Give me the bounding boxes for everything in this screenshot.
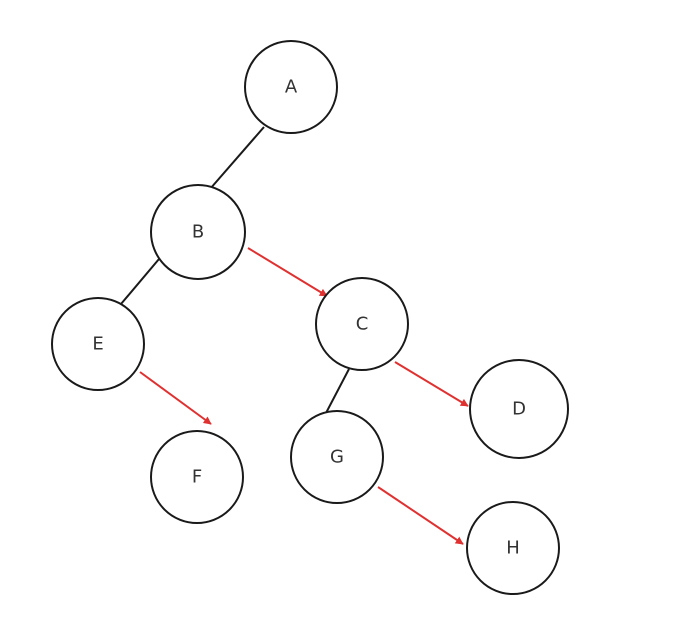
node-h-label: H <box>506 538 520 559</box>
tree-edges <box>120 126 350 414</box>
arrow-g-h <box>377 486 464 545</box>
node-g-circle <box>290 410 384 504</box>
node-d: D <box>469 359 569 459</box>
node-h: H <box>466 501 560 595</box>
arrow-b-c <box>247 247 328 297</box>
node-f: F <box>150 430 244 524</box>
edge-b-e <box>120 258 160 305</box>
node-f-label: F <box>192 467 202 488</box>
node-e-circle <box>51 297 145 391</box>
node-a-label: A <box>285 77 298 98</box>
node-c-circle <box>315 277 409 371</box>
arrow-e-f <box>139 371 212 425</box>
node-b: B <box>150 184 246 280</box>
node-b-circle <box>150 184 246 280</box>
node-c-label: C <box>356 314 369 335</box>
node-e-label: E <box>92 334 103 355</box>
node-f-circle <box>150 430 244 524</box>
node-h-circle <box>466 501 560 595</box>
node-e: E <box>51 297 145 391</box>
node-a: A <box>244 40 338 134</box>
node-c: C <box>315 277 409 371</box>
node-d-label: D <box>512 399 526 420</box>
node-g-label: G <box>330 447 344 468</box>
node-g: G <box>290 410 384 504</box>
node-d-circle <box>469 359 569 459</box>
edge-a-b <box>209 126 265 190</box>
edge-c-g <box>325 368 350 414</box>
node-a-circle <box>244 40 338 134</box>
arrow-c-d <box>394 361 469 407</box>
node-b-label: B <box>192 222 204 243</box>
link-edges <box>139 247 469 545</box>
